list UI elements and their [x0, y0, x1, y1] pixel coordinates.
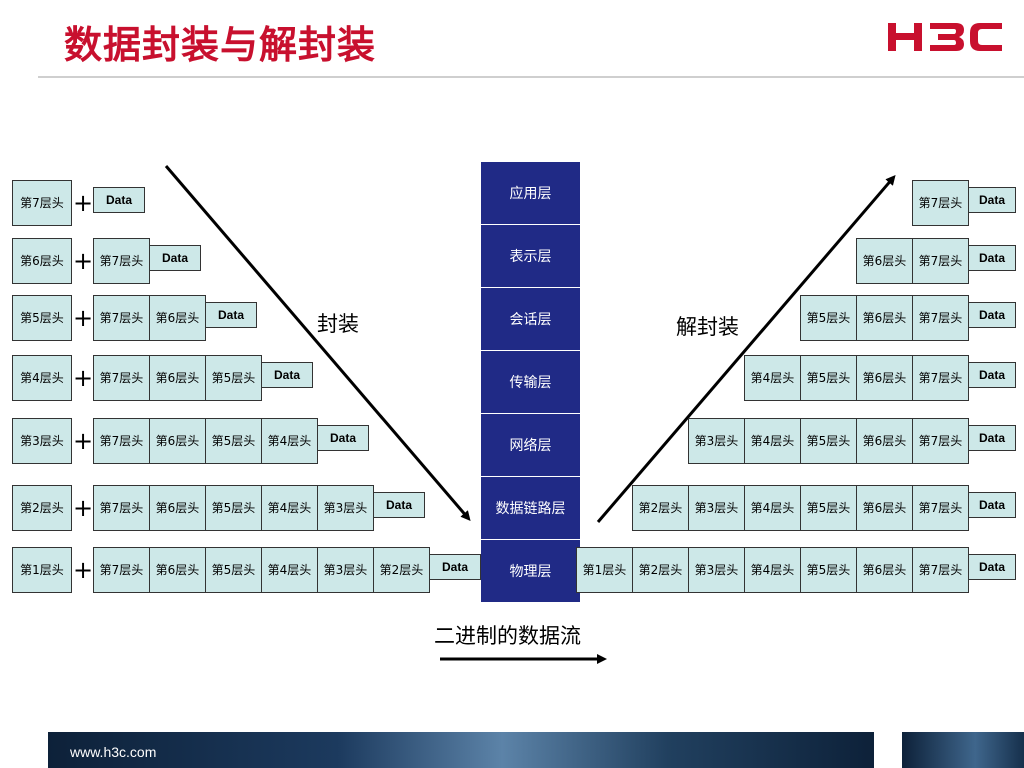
header-box: 第7层头	[912, 485, 969, 531]
header-box: 第6层头	[149, 547, 206, 593]
header-box: 第2层头	[373, 547, 430, 593]
header-box: 第7层头	[912, 295, 969, 341]
layer-application: 应用层	[481, 162, 580, 225]
header-box: 第1层头	[576, 547, 633, 593]
footer-url: www.h3c.com	[70, 744, 157, 760]
footer-banner	[48, 732, 874, 768]
new-layer-header: 第3层头	[12, 418, 72, 464]
new-layer-header: 第4层头	[12, 355, 72, 401]
plus-sign: +	[73, 189, 94, 217]
layer-data-link: 数据链路层	[481, 477, 580, 540]
header-box: 第5层头	[205, 485, 262, 531]
page-title: 数据封装与解封装	[64, 23, 377, 67]
decap-arrow	[596, 174, 896, 523]
header-box: 第3层头	[688, 485, 745, 531]
header-box: 第3层头	[688, 547, 745, 593]
header-box: 第3层头	[688, 418, 745, 464]
h3c-logo	[888, 23, 1002, 51]
data-payload: Data	[149, 245, 201, 271]
header-box: 第5层头	[800, 485, 857, 531]
header-box: 第7层头	[912, 180, 969, 226]
header-box: 第6层头	[856, 547, 913, 593]
header-box: 第6层头	[856, 295, 913, 341]
plus-sign: +	[73, 556, 94, 584]
header-box: 第7层头	[912, 418, 969, 464]
new-layer-header: 第7层头	[12, 180, 72, 226]
binary-stream-label: 二进制的数据流	[434, 624, 581, 648]
header-box: 第7层头	[93, 547, 150, 593]
data-payload: Data	[373, 492, 425, 518]
header-box: 第4层头	[744, 355, 801, 401]
title-divider	[38, 76, 1024, 78]
layer-network: 网络层	[481, 414, 580, 477]
data-payload: Data	[968, 245, 1016, 271]
data-payload: Data	[968, 362, 1016, 388]
header-box: 第5层头	[800, 295, 857, 341]
header-box: 第4层头	[744, 547, 801, 593]
layer-presentation: 表示层	[481, 225, 580, 288]
layer-transport: 传输层	[481, 351, 580, 414]
data-payload: Data	[968, 302, 1016, 328]
header-box: 第5层头	[800, 547, 857, 593]
plus-sign: +	[73, 364, 94, 392]
header-box: 第6层头	[856, 485, 913, 531]
header-box: 第6层头	[856, 418, 913, 464]
header-box: 第6层头	[856, 238, 913, 284]
data-payload: Data	[93, 187, 145, 213]
data-payload: Data	[205, 302, 257, 328]
header-box: 第3层头	[317, 547, 374, 593]
header-box: 第5层头	[205, 355, 262, 401]
layer-physical: 物理层	[481, 540, 580, 602]
layer-session: 会话层	[481, 288, 580, 351]
data-payload: Data	[968, 425, 1016, 451]
header-box: 第5层头	[800, 418, 857, 464]
decap-label: 解封装	[676, 315, 739, 339]
plus-sign: +	[73, 247, 94, 275]
header-box: 第7层头	[93, 238, 150, 284]
data-payload: Data	[968, 187, 1016, 213]
header-box: 第7层头	[93, 355, 150, 401]
data-payload: Data	[429, 554, 481, 580]
footer-banner-right	[902, 732, 1024, 768]
data-payload: Data	[261, 362, 313, 388]
plus-sign: +	[73, 304, 94, 332]
header-box: 第6层头	[149, 418, 206, 464]
plus-sign: +	[73, 427, 94, 455]
header-box: 第7层头	[912, 355, 969, 401]
header-box: 第4层头	[261, 547, 318, 593]
header-box: 第7层头	[93, 295, 150, 341]
header-box: 第6层头	[856, 355, 913, 401]
new-layer-header: 第5层头	[12, 295, 72, 341]
header-box: 第4层头	[744, 485, 801, 531]
new-layer-header: 第1层头	[12, 547, 72, 593]
data-payload: Data	[968, 492, 1016, 518]
header-box: 第5层头	[205, 547, 262, 593]
encap-arrow	[164, 165, 471, 522]
header-box: 第2层头	[632, 485, 689, 531]
data-payload: Data	[317, 425, 369, 451]
header-box: 第7层头	[93, 485, 150, 531]
plus-sign: +	[73, 494, 94, 522]
encap-label: 封装	[317, 312, 359, 336]
header-box: 第7层头	[912, 238, 969, 284]
new-layer-header: 第2层头	[12, 485, 72, 531]
header-box: 第6层头	[149, 485, 206, 531]
header-box: 第4层头	[261, 418, 318, 464]
header-box: 第5层头	[205, 418, 262, 464]
new-layer-header: 第6层头	[12, 238, 72, 284]
header-box: 第7层头	[912, 547, 969, 593]
header-box: 第3层头	[317, 485, 374, 531]
header-box: 第4层头	[261, 485, 318, 531]
header-box: 第5层头	[800, 355, 857, 401]
header-box: 第4层头	[744, 418, 801, 464]
header-box: 第7层头	[93, 418, 150, 464]
header-box: 第6层头	[149, 295, 206, 341]
header-box: 第6层头	[149, 355, 206, 401]
data-payload: Data	[968, 554, 1016, 580]
osi-layer-stack: 应用层 表示层 会话层 传输层 网络层 数据链路层 物理层	[481, 162, 580, 602]
header-box: 第2层头	[632, 547, 689, 593]
